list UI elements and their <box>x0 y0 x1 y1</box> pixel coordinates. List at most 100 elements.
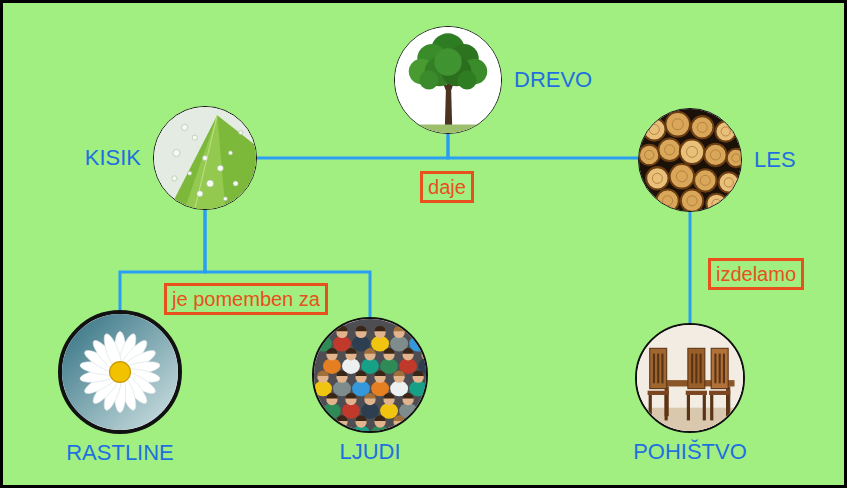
picture-node: KISIK <box>85 106 257 210</box>
log-end <box>658 139 680 161</box>
edge-label: je pomemben za <box>164 283 328 315</box>
log-end <box>643 118 665 140</box>
tree-canopy <box>419 70 438 89</box>
connector-line <box>448 134 638 158</box>
picture-node: POHIŠTVO <box>633 323 747 465</box>
chair-back <box>688 348 705 388</box>
logs-illustration <box>639 109 741 211</box>
leaf-shade <box>185 115 226 209</box>
picture-node: DREVO <box>394 26 592 134</box>
bubble <box>197 191 203 197</box>
person-hair <box>326 393 337 399</box>
edge-label: daje <box>420 171 474 203</box>
bubble <box>173 149 180 156</box>
grass <box>395 125 501 133</box>
log-ring <box>665 145 675 155</box>
furniture-group <box>637 325 743 431</box>
bubble <box>228 151 232 155</box>
person-hair <box>402 393 413 399</box>
flower-center <box>110 362 131 383</box>
bubble <box>239 130 243 134</box>
daisy-illustration <box>62 314 178 430</box>
log-end <box>704 144 726 166</box>
person-head <box>317 327 328 338</box>
furniture-illustration <box>637 325 743 431</box>
chair-back <box>711 348 728 388</box>
node-label: LJUDI <box>339 439 400 465</box>
person-head <box>422 349 426 360</box>
node-label: LES <box>754 147 796 173</box>
person-head <box>413 327 424 338</box>
leaf <box>169 115 256 209</box>
chair-seat <box>648 391 669 395</box>
edge-label: izdelamo <box>708 258 804 290</box>
daisy-group <box>62 314 178 430</box>
person-hair <box>336 326 347 332</box>
bubble <box>202 155 207 160</box>
chair-slat <box>661 354 663 384</box>
log-ring <box>687 196 697 206</box>
bubble <box>188 171 192 175</box>
log-ring <box>721 127 730 136</box>
crowd-group <box>314 319 426 431</box>
person-hair <box>317 415 328 421</box>
picture-circle <box>394 26 502 134</box>
person-hair <box>383 348 394 354</box>
chair-leg <box>687 395 690 420</box>
chair-slat <box>691 354 693 384</box>
bubble <box>217 165 223 171</box>
person-body <box>409 381 426 397</box>
sky <box>395 27 501 133</box>
person-hair <box>394 326 405 332</box>
person-hair <box>413 371 424 377</box>
person-body <box>390 425 408 431</box>
person-hair <box>383 393 394 399</box>
chair-back <box>650 348 667 388</box>
person-hair <box>345 348 356 354</box>
logs-group <box>639 109 741 211</box>
person-hair <box>336 371 347 377</box>
bubble <box>233 181 238 186</box>
tree-canopy <box>458 70 477 89</box>
log-end <box>691 116 713 138</box>
log-end <box>706 194 726 211</box>
log-ring <box>712 199 721 208</box>
person-hair <box>345 393 356 399</box>
person-hair <box>355 326 366 332</box>
tree-group <box>395 27 501 133</box>
person-hair <box>394 415 405 421</box>
picture-node: LES <box>638 108 796 212</box>
log-ring <box>732 154 740 162</box>
log-end <box>656 190 678 211</box>
person-hair <box>374 371 385 377</box>
crowd-illustration <box>314 319 426 431</box>
log-end <box>681 190 703 211</box>
chair-slat <box>714 354 716 384</box>
person-hair <box>402 348 413 354</box>
log-ring <box>652 173 662 183</box>
person-hair <box>422 348 426 354</box>
tree-illustration <box>395 27 501 133</box>
person-body <box>409 425 426 431</box>
log-end <box>694 169 716 191</box>
picture-node: RASTLINE <box>58 310 182 466</box>
log-end <box>680 140 704 164</box>
bubble <box>182 124 188 130</box>
picture-circle <box>312 317 428 433</box>
person-head <box>317 416 328 427</box>
oxygen-illustration <box>154 107 256 209</box>
person-hair <box>336 415 347 421</box>
log-ring <box>687 146 698 157</box>
person-body <box>314 425 332 431</box>
log-ring <box>649 124 659 134</box>
person-body <box>323 403 341 419</box>
log-ring <box>645 150 654 159</box>
water <box>154 107 256 209</box>
oxygen-group <box>154 107 256 209</box>
log-ring <box>700 175 710 185</box>
person-hair <box>374 415 385 421</box>
log-end <box>719 172 739 192</box>
picture-circle <box>638 108 742 212</box>
person-hair <box>413 326 424 332</box>
